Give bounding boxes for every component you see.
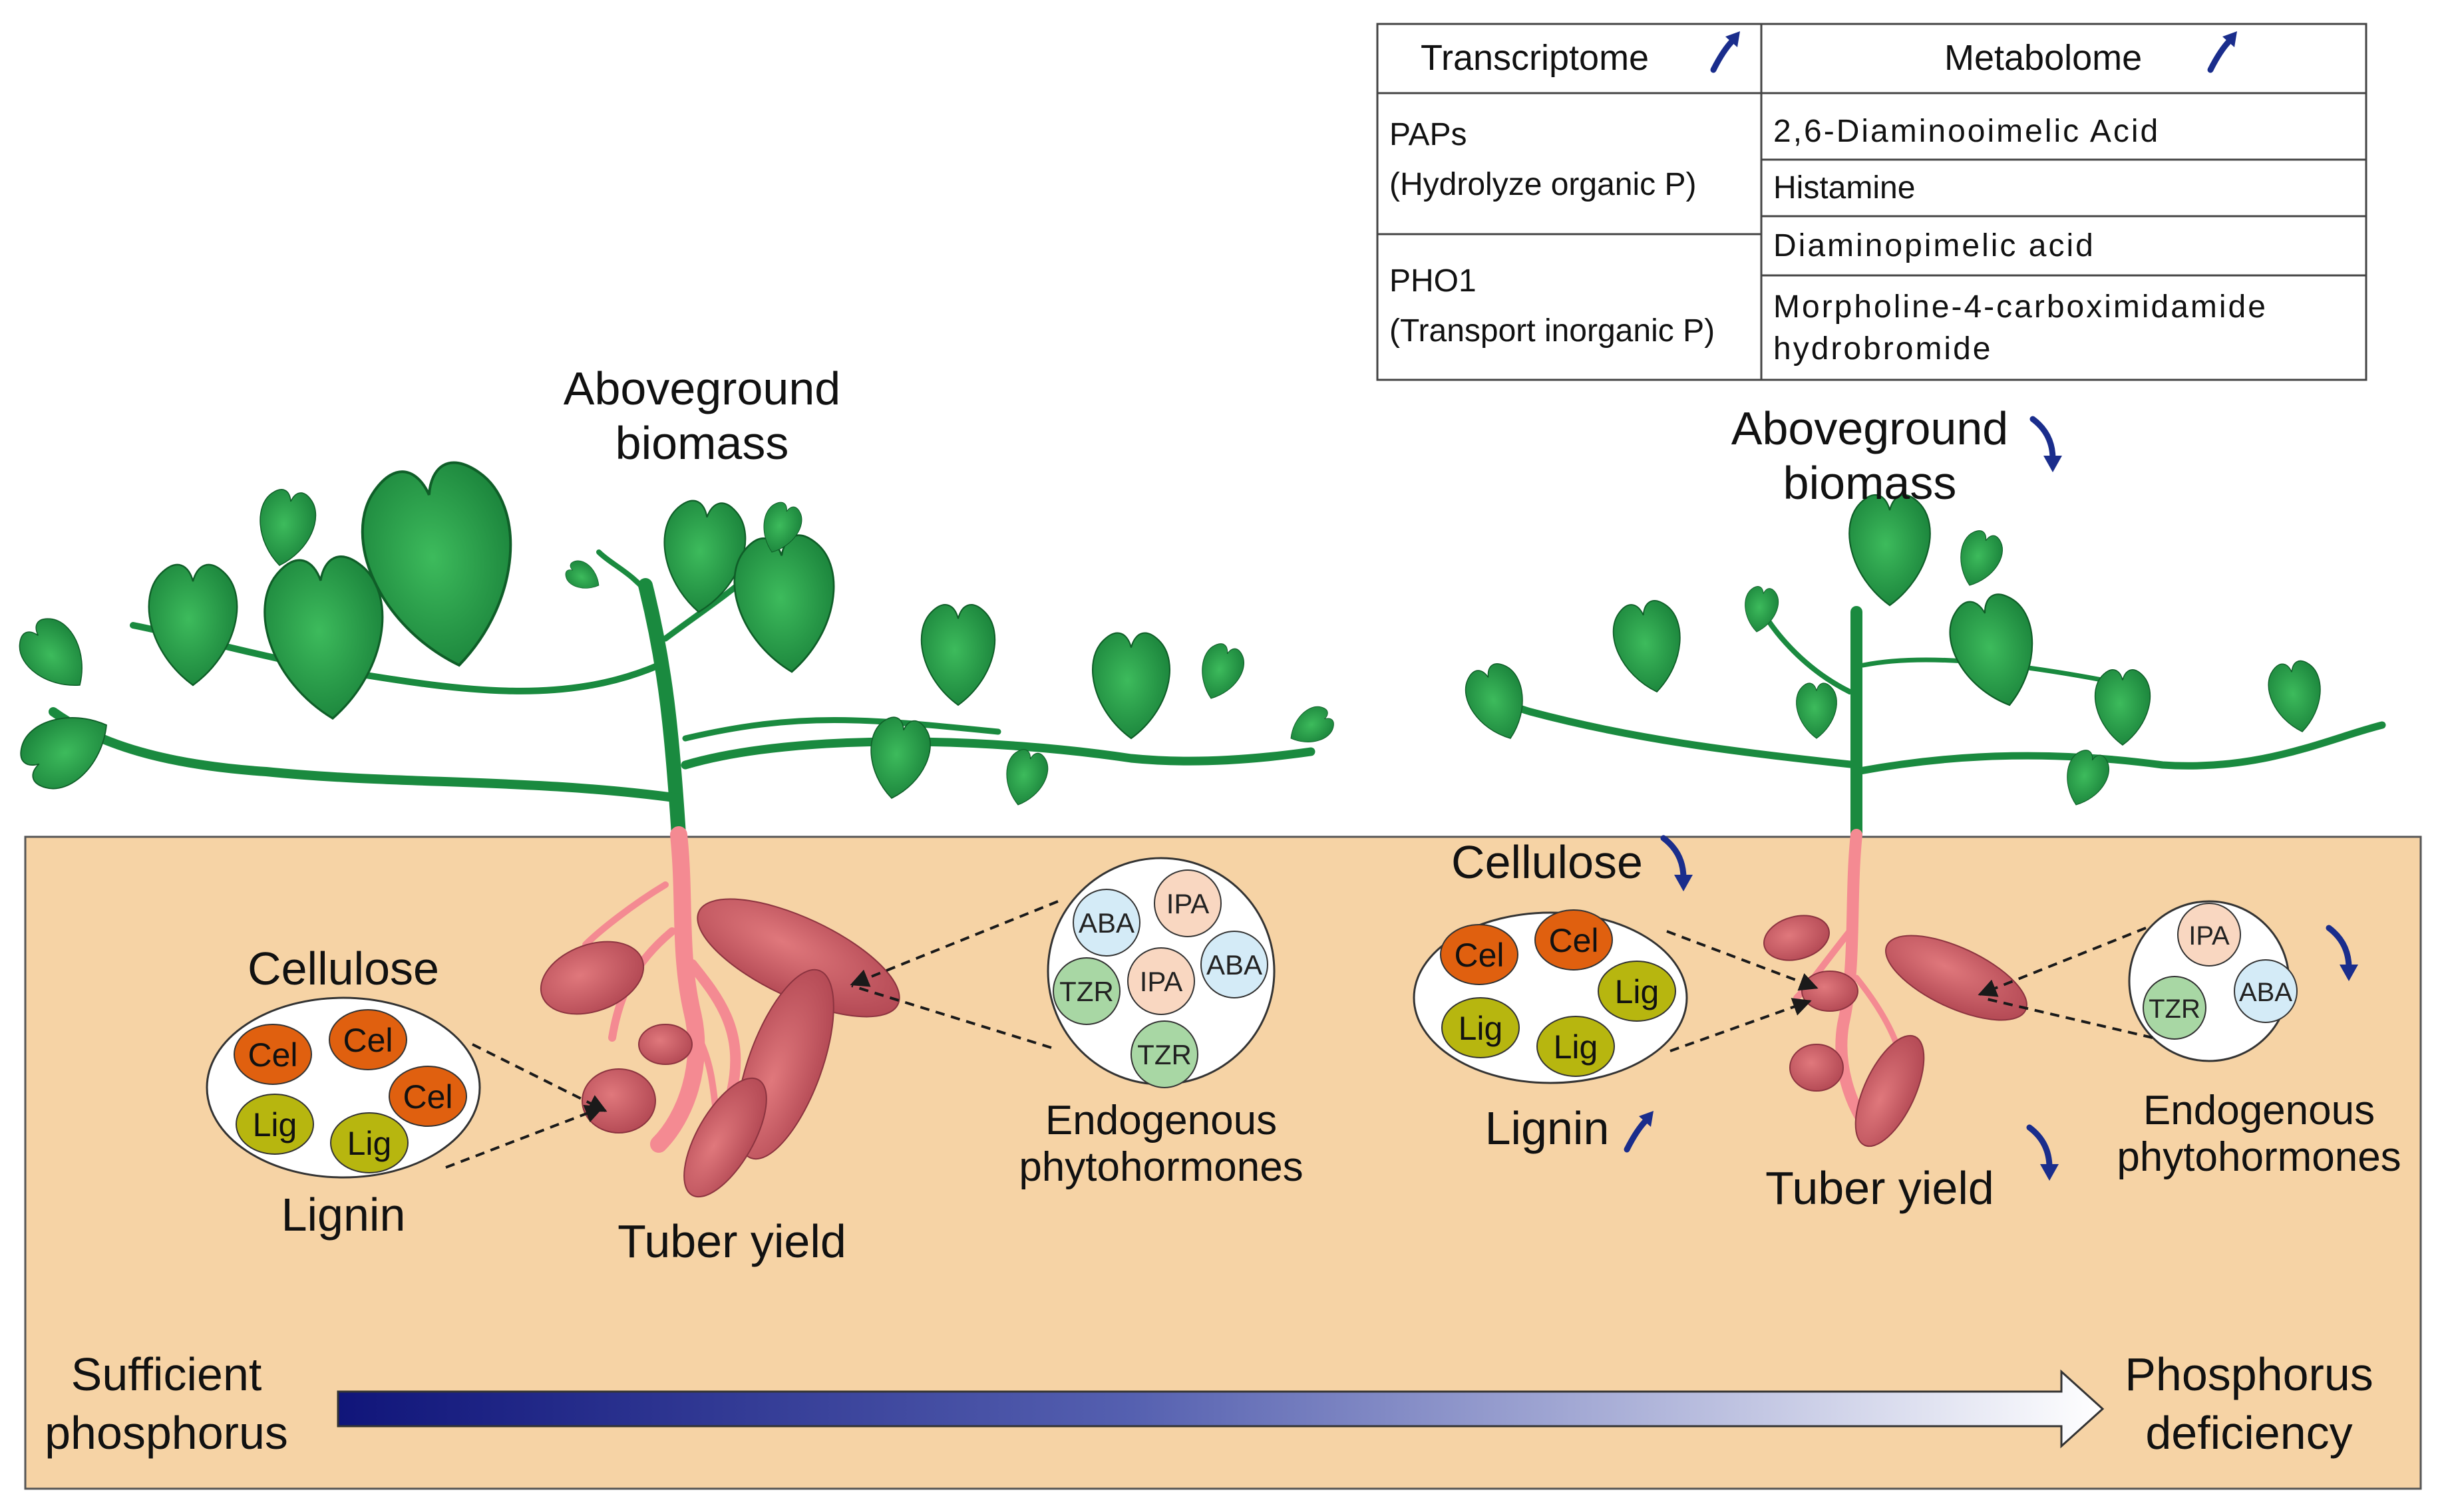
left-hormone-tzr-2 (1131, 1020, 1198, 1088)
gene-pho1-name: PHO1 (1389, 263, 1477, 299)
left-cel-oval-3 (389, 1066, 467, 1127)
right-lig-text-2: Lig (1459, 1010, 1503, 1047)
left-lig-oval-1 (236, 1094, 314, 1155)
right-plant (1458, 494, 2386, 1147)
gene-paps-name: PAPs (1389, 117, 1467, 152)
right-lig-oval-3 (1536, 1016, 1615, 1077)
right-tuber-label: Tuber yield (1765, 1162, 1994, 1214)
left-cel-text-2: Cel (343, 1022, 393, 1059)
gene-pho1-function: (Transport inorganic P) (1389, 313, 1715, 349)
phosphorus-deficiency-line1: Phosphorus (2125, 1348, 2373, 1400)
left-hormone-aba-1 (1073, 889, 1140, 957)
left-plant (9, 453, 1339, 1198)
left-tuber-label: Tuber yield (617, 1215, 846, 1267)
omics-table: Transcriptome Metabolome PAPs (Hydrolyze… (1376, 23, 2367, 381)
right-cel-text-1: Cel (1454, 937, 1504, 974)
left-hormone-connector-top (850, 900, 1059, 987)
header-metabolome: Metabolome (1944, 38, 2142, 78)
right-cel-text-2: Cel (1548, 922, 1598, 959)
right-aboveground-down-arrow-icon (2033, 419, 2062, 472)
left-hormone-ipa-2 (1127, 947, 1195, 1015)
right-lignin-label: Lignin (1485, 1102, 1610, 1154)
right-cel-oval-2 (1534, 909, 1613, 971)
right-hormone-tzr (2143, 976, 2206, 1040)
left-hormone-label-line2: phytohormones (1019, 1144, 1303, 1190)
right-cell-connector-bottom (1669, 998, 1812, 1052)
left-lignin-label: Lignin (281, 1189, 406, 1241)
right-lig-oval-1 (1598, 961, 1676, 1022)
phosphorus-gradient-arrow (337, 1369, 2105, 1449)
left-cel-text-3: Cel (403, 1078, 452, 1116)
left-hormone-label-line1: Endogenous (1045, 1098, 1277, 1143)
metabolite-2: Histamine (1773, 170, 1915, 206)
right-lig-text-1: Lig (1615, 973, 1659, 1010)
right-lig-oval-2 (1441, 997, 1520, 1058)
left-hormone-tzr-1-text: TZR (1059, 976, 1114, 1007)
left-aboveground-label-line1: Aboveground (564, 363, 840, 414)
right-cell-oval: Cel Cel Lig Lig Lig (1413, 909, 1688, 1084)
right-hormone-aba-text: ABA (2239, 978, 2292, 1007)
right-hormone-ipa-text: IPA (2188, 921, 2230, 951)
left-lig-oval-2 (330, 1112, 409, 1173)
left-aboveground-label-line2: biomass (615, 417, 789, 469)
sufficient-phosphorus-line1: Sufficient (71, 1348, 262, 1400)
metabolite-1: 2,6-Diaminooimelic Acid (1773, 114, 2160, 149)
left-lig-text-1: Lig (253, 1106, 297, 1143)
metabolite-3: Diaminopimelic acid (1773, 228, 2095, 263)
gene-paps-function: (Hydrolyze organic P) (1389, 167, 1696, 202)
left-hormone-ipa-2-text: IPA (1140, 966, 1183, 997)
right-hormone-tzr-text: TZR (2149, 994, 2200, 1024)
left-hormone-aba-2 (1200, 931, 1268, 998)
header-transcriptome: Transcriptome (1421, 38, 1649, 78)
right-hormone-ipa (2177, 903, 2241, 967)
left-hormone-tzr-2-text: TZR (1137, 1039, 1192, 1070)
left-cellulose-label: Cellulose (248, 943, 439, 994)
left-hormone-ipa-1 (1154, 869, 1222, 937)
left-cel-oval-2 (329, 1009, 407, 1070)
left-cel-oval-1 (234, 1024, 312, 1085)
left-hormone-aba-2-text: ABA (1206, 949, 1262, 981)
left-cell-oval: Cel Cel Cel Lig Lig (206, 996, 481, 1179)
phosphorus-deficiency-line2: deficiency (2145, 1407, 2352, 1459)
left-hormone-connector-bottom (851, 984, 1052, 1049)
right-hormone-aba (2234, 959, 2298, 1023)
left-cell-connector-top (472, 1043, 608, 1112)
right-aboveground-label-line2: biomass (1783, 457, 1957, 509)
right-hormone-connector-top (1978, 927, 2147, 997)
left-hormone-aba-1-text: ABA (1079, 907, 1135, 939)
left-cel-text-1: Cel (248, 1036, 297, 1074)
right-cel-oval-1 (1440, 924, 1518, 985)
left-hormone-ipa-1-text: IPA (1166, 888, 1210, 919)
metabolite-4-line2: hydrobromide (1773, 331, 1992, 367)
left-hormone-circle: ABA IPA TZR IPA ABA TZR (1047, 857, 1276, 1088)
left-lig-text-2: Lig (347, 1125, 392, 1162)
right-cell-connector-top (1666, 930, 1819, 991)
right-hormone-label-line2: phytohormones (2117, 1134, 2401, 1180)
right-hormone-circle: IPA TZR ABA (2128, 900, 2298, 1062)
left-cell-connector-bottom (445, 1104, 604, 1169)
sufficient-phosphorus-line2: phosphorus (45, 1407, 288, 1459)
metabolite-4-line1: Morpholine-4-carboximidamide (1773, 289, 2268, 325)
right-hormone-connector-bottom (1981, 996, 2153, 1039)
right-aboveground-label-line1: Aboveground (1731, 402, 2008, 454)
left-hormone-tzr-1 (1053, 957, 1121, 1025)
right-hormone-label-line1: Endogenous (2143, 1088, 2375, 1134)
right-cellulose-label: Cellulose (1451, 836, 1643, 888)
right-lig-text-3: Lig (1554, 1028, 1598, 1066)
